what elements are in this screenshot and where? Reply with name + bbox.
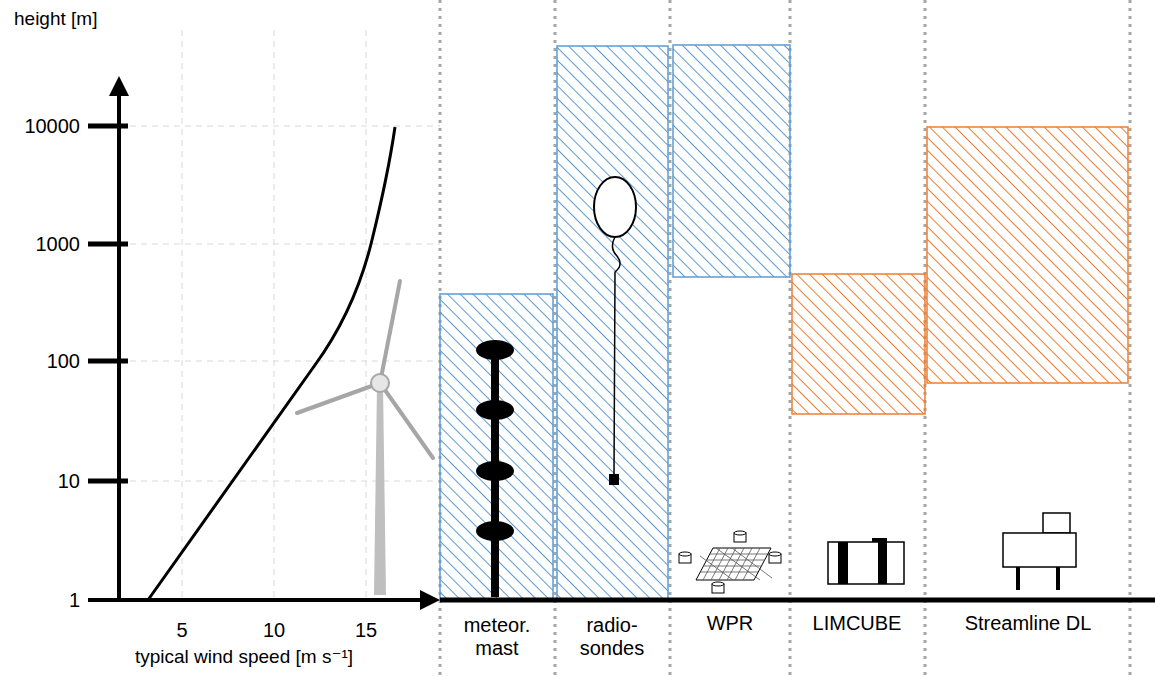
tick-label: 10 <box>58 470 80 493</box>
instrument-label: WPR <box>707 612 754 635</box>
axis-title: typical wind speed [m s⁻¹] <box>135 646 353 668</box>
instrument-label: meteor. mast <box>451 614 543 660</box>
tick-label: 5 <box>176 619 187 642</box>
tick-label: 1 <box>69 589 80 612</box>
grid <box>119 30 440 600</box>
axis-title: height [m] <box>14 8 97 30</box>
instrument-label: Streamline DL <box>965 612 1092 635</box>
tick-label: 15 <box>355 619 377 642</box>
mast-icon <box>476 340 514 597</box>
range-bars <box>440 45 1128 600</box>
tick-label: 10000 <box>24 115 80 138</box>
column-separators <box>440 0 1130 677</box>
wind-turbine <box>297 281 433 595</box>
limcube-icon <box>828 538 904 584</box>
radiosonde-icon <box>594 177 636 485</box>
streamline-icon <box>1003 513 1076 590</box>
wind-profile-curve <box>148 127 395 600</box>
instrument-label: radio- sondes <box>572 614 652 660</box>
tick-label: 100 <box>47 350 80 373</box>
tick-label: 1000 <box>36 233 81 256</box>
tick-label: 10 <box>263 619 285 642</box>
wpr-icon <box>679 531 781 593</box>
instrument-label: LIMCUBE <box>813 612 902 635</box>
axes <box>88 86 1155 602</box>
